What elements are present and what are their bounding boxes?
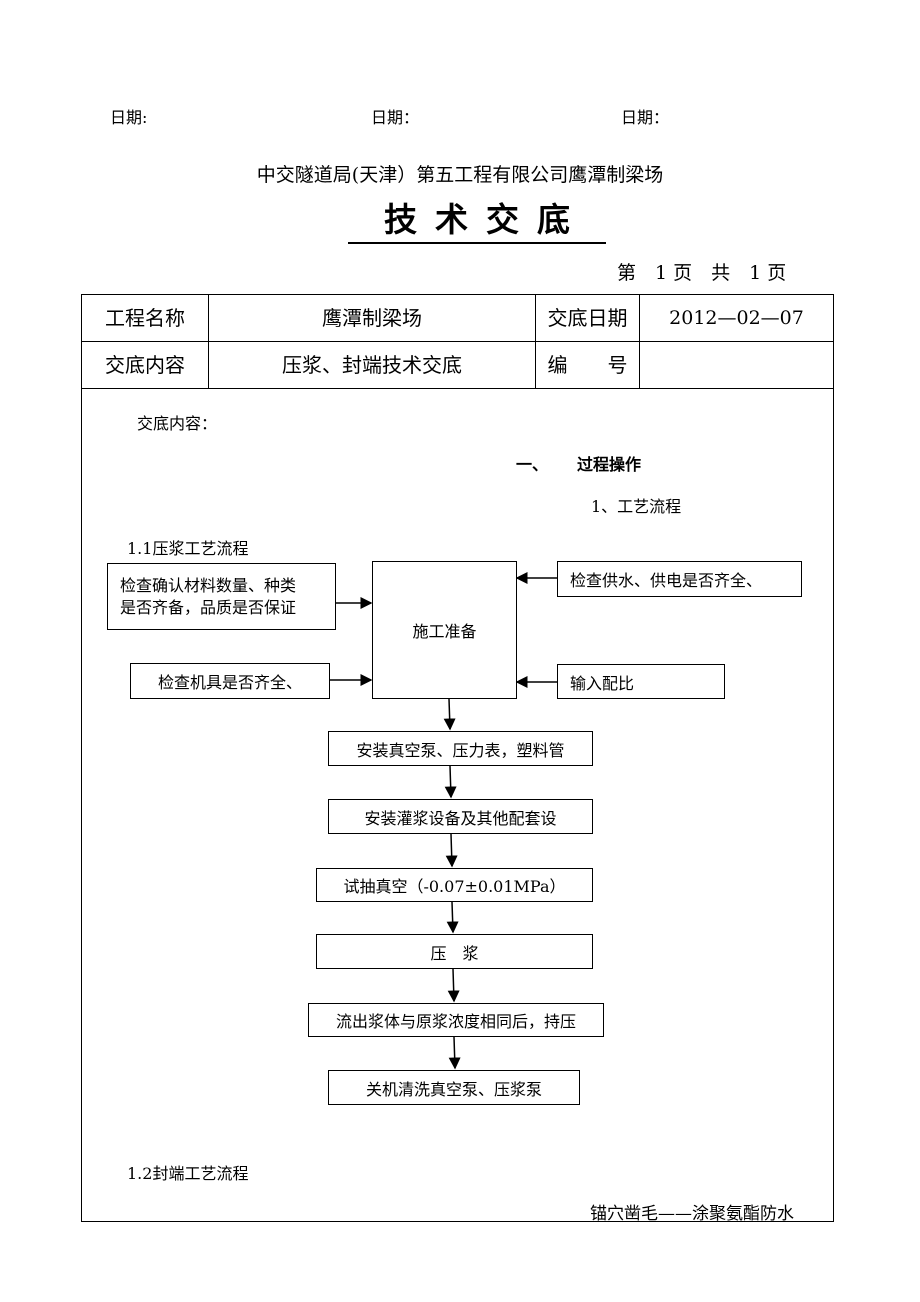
box-check-materials: 检查确认材料数量、种类 是否齐备，品质是否保证: [107, 563, 336, 630]
date-label-1: 日期:: [110, 108, 148, 127]
subheading-process-flow: 1、工艺流程: [591, 497, 682, 516]
arrow-prep-to-step1: [443, 698, 456, 731]
company-name: 中交隧道局(天津）第五工程有限公司鹰潭制梁场: [256, 164, 664, 186]
arrow-step3-to-step4: [446, 901, 459, 934]
label-disclosure-content: 交底内容: [105, 353, 185, 377]
box-step-hold-pressure: 流出浆体与原浆浓度相同后，持压: [308, 1003, 604, 1037]
section-number: 一、: [516, 455, 549, 474]
value-disclosure-content: 压浆、封端技术交底: [282, 353, 462, 377]
flow2-title: 1.2封端工艺流程: [127, 1164, 249, 1183]
box-step-grouting: 压 浆: [316, 934, 593, 969]
box-step-install-vacuum: 安装真空泵、压力表，塑料管: [328, 731, 593, 766]
content-intro: 交底内容：: [137, 414, 218, 433]
date-label-2: 日期：: [371, 108, 420, 127]
arrow-step5-to-step6: [448, 1036, 461, 1070]
box-step-install-grouting: 安装灌浆设备及其他配套设: [328, 799, 593, 834]
arrow-step2-to-step3: [445, 833, 458, 868]
date-label-3: 日期：: [621, 108, 670, 127]
flow1-title: 1.1压浆工艺流程: [127, 539, 249, 558]
box-step-trial-vacuum: 试抽真空（-0.07±0.01MPa）: [316, 868, 593, 902]
page-info: 第 1 页 共 1 页: [617, 262, 787, 284]
value-disclosure-date: 2012—02—07: [669, 307, 804, 329]
label-disclosure-date: 交底日期: [547, 306, 628, 330]
box-step-clean: 关机清洗真空泵、压浆泵: [328, 1070, 580, 1105]
box-construction-prep: 施工准备: [372, 561, 517, 699]
flow2-first-step: 锚穴凿毛——涂聚氨酯防水: [590, 1204, 794, 1224]
value-project-name: 鹰潭制梁场: [322, 306, 422, 330]
box-check-tools: 检查机具是否齐全、: [130, 663, 330, 699]
section-heading: 过程操作: [577, 455, 642, 474]
arrow-step1-to-step2: [444, 765, 457, 799]
box-check-water-power: 检查供水、供电是否齐全、: [557, 561, 802, 597]
label-project-name: 工程名称: [105, 306, 185, 330]
disclosure-form: 工程名称 鹰潭制梁场 交底日期 2012—02—07 交底内容 压浆、封端技术交…: [81, 294, 834, 1222]
document-title: 技术交底: [348, 200, 606, 244]
box-input-ratio: 输入配比: [557, 664, 725, 699]
label-serial-number: 编 号: [547, 353, 628, 377]
arrow-step4-to-step5: [447, 968, 460, 1003]
